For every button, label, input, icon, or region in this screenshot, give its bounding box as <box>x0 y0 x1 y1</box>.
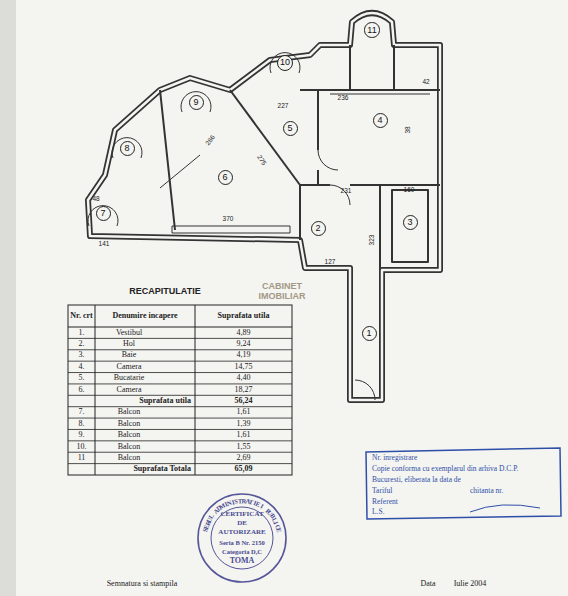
stamp-text: Copie conforma cu exemplarul din arhiva … <box>372 465 518 473</box>
table-title: RECAPITULATIE <box>129 287 200 297</box>
callout-number: 11 <box>367 26 376 35</box>
room-callout: 1 <box>362 326 377 341</box>
room-callout: 11 <box>364 22 379 37</box>
stamp-text: Bucuresti, eliberata la data de <box>372 476 461 484</box>
table-cell: 1,55 <box>237 442 251 451</box>
table-cell: 4. <box>79 362 85 371</box>
stamp-text: DE <box>237 520 247 528</box>
table-cell: 14,75 <box>235 362 253 371</box>
table-cell: Suprafata utila <box>196 312 291 321</box>
table-cell: Balcon <box>118 454 141 463</box>
table-cell: 4,40 <box>237 374 251 383</box>
room-callout: 8 <box>120 141 135 156</box>
table-cell: 1,61 <box>237 431 251 440</box>
stamp-text: Categoria D,C <box>222 548 262 555</box>
callout-number: 4 <box>377 116 382 125</box>
dimension-text: 236 <box>338 94 349 101</box>
table-cell: 2. <box>79 340 85 349</box>
dimension-text: 286 <box>204 134 216 147</box>
table-cell: Balcon <box>118 419 141 428</box>
table-cell: Balcon <box>118 431 141 440</box>
dimension-text: 42 <box>422 78 429 85</box>
room-callout: 6 <box>218 170 233 185</box>
stamp-text: Referent <box>372 498 398 506</box>
table-cell: Bucatarie <box>114 374 145 383</box>
stamp-text: CERTIFICAT <box>220 511 263 519</box>
room-callout: 7 <box>96 206 111 221</box>
callout-number: 7 <box>100 209 105 218</box>
table-cell: 3. <box>79 351 85 360</box>
callout-number: 3 <box>407 218 412 227</box>
stamp-text: TOMA <box>230 557 255 566</box>
dimension-text: 323 <box>368 235 375 246</box>
table-cell: 65,09 <box>235 465 253 474</box>
room-callout: 5 <box>283 121 298 136</box>
stamp-text: Nr. inregistrare <box>372 454 417 462</box>
dimension-text: 38 <box>404 126 411 133</box>
table-cell: Nr. crt <box>69 312 94 321</box>
table-cell: 5. <box>79 374 85 383</box>
table-cell: 10. <box>77 442 87 451</box>
table-cell: 2,69 <box>237 454 251 463</box>
table-cell: Camera <box>117 362 142 371</box>
table-cell: 6. <box>79 385 85 394</box>
room-callout: 2 <box>311 221 326 236</box>
table-cell: Balcon <box>118 408 141 417</box>
table-cell: 18,27 <box>235 385 253 394</box>
table-cell: Hol <box>123 340 135 349</box>
room-callout: 3 <box>403 215 418 230</box>
table-cell: Baie <box>122 351 137 360</box>
dimension-text: 227 <box>278 102 289 109</box>
dimension-text: 141 <box>99 240 110 247</box>
table-cell: 8. <box>79 419 85 428</box>
table-cell: 1. <box>79 328 85 337</box>
dimension-text: 231 <box>341 187 352 194</box>
room-callout: 4 <box>373 113 388 128</box>
table-cell: Balcon <box>118 442 141 451</box>
dimension-text: 160 <box>404 186 415 193</box>
callout-number: 8 <box>124 144 129 153</box>
table-cell: Denumire incapere <box>96 312 194 321</box>
callout-number: 1 <box>366 329 371 338</box>
stamp-text: L.S. <box>372 508 385 516</box>
room-callout: 9 <box>189 95 204 110</box>
callout-number: 2 <box>315 224 320 233</box>
room-callout: 10 <box>277 55 293 71</box>
table-cell: Suprafata utila <box>139 397 191 406</box>
table-cell: 56,24 <box>235 397 253 406</box>
dimension-text: 48 <box>92 195 99 202</box>
table-cell: Vestibul <box>116 328 142 337</box>
table-cell: 9. <box>79 431 85 440</box>
footer-text: Iulie 2004 <box>454 580 487 589</box>
dimension-text: 127 <box>325 258 336 265</box>
footer-text: Data <box>420 580 435 589</box>
dimension-text: 275 <box>256 154 268 167</box>
dimension-text: 370 <box>223 215 234 222</box>
table-cell: 9,24 <box>237 340 251 349</box>
table-cell: 1,61 <box>237 408 251 417</box>
table-cell: 1,39 <box>237 419 251 428</box>
table-cell: Camera <box>117 385 142 394</box>
table-cell: 4,89 <box>237 328 251 337</box>
callout-number: 9 <box>193 98 198 107</box>
stamp-text: Tariful <box>372 487 392 495</box>
stamp-text: Seria B Nr. 2150 <box>219 539 264 546</box>
table-cell: Suprafata Totala <box>133 465 191 474</box>
table-cell: 11 <box>78 454 86 463</box>
watermark: CABINET IMOBILIAR <box>247 282 317 302</box>
callout-number: 6 <box>222 173 227 182</box>
stamp-text: AUTORIZARE <box>218 529 265 537</box>
table-cell: 7. <box>79 408 85 417</box>
callout-number: 10 <box>280 58 290 67</box>
table-cell: 4,19 <box>237 351 251 360</box>
footer-text: Semnatura si stampila <box>107 580 178 589</box>
callout-number: 5 <box>287 124 292 133</box>
stamp-text: chitanta nr. <box>470 487 503 495</box>
